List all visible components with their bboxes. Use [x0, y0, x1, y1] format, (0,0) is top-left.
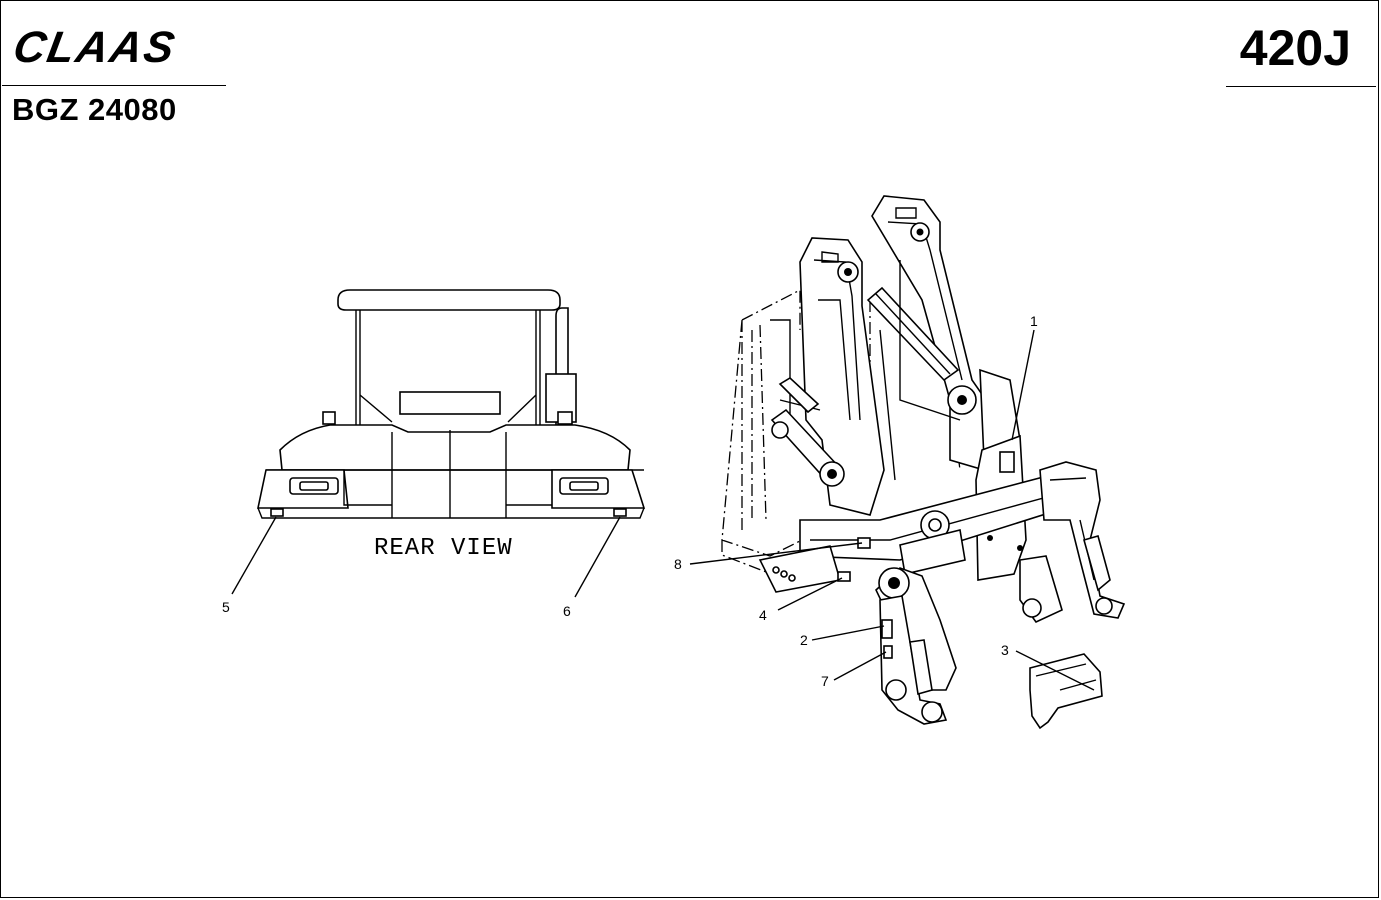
- lower-body: [257, 470, 645, 519]
- leader-5: [231, 516, 277, 595]
- left-hitch-pin: [888, 577, 900, 589]
- document-code: BGZ 24080: [12, 92, 177, 127]
- right-arm-top-pin: [916, 228, 924, 236]
- header-rule-right: [1226, 86, 1376, 87]
- rear-view-label: REAR VIEW: [374, 535, 513, 562]
- callout-8: 8: [674, 556, 682, 572]
- left-beacon: [322, 411, 336, 425]
- left-upper-link: [778, 377, 820, 414]
- cab-frame: [355, 310, 541, 428]
- frame-hole-2: [780, 570, 788, 578]
- leader-7: [833, 651, 887, 681]
- decal-5-location: [270, 508, 284, 517]
- right-lower-link-eye: [1022, 598, 1042, 618]
- cab-roof: [337, 289, 561, 311]
- left-hook: [909, 639, 933, 696]
- right-pivot-pin: [957, 395, 967, 405]
- part-3-bracket-detail: [1035, 663, 1097, 691]
- right-hitch-eye: [1095, 597, 1113, 615]
- left-hitch-lower-eye: [885, 679, 907, 701]
- decal-1-location: [999, 451, 1015, 473]
- header-rule-left: [2, 85, 226, 86]
- phantom-frame: [721, 288, 831, 586]
- callout-5: 5: [222, 599, 230, 615]
- left-lift-arm: [799, 237, 885, 516]
- leader-4: [777, 577, 843, 611]
- rear-window-panel: [399, 391, 501, 415]
- cross-tube-line: [875, 293, 951, 375]
- left-hitch-foot: [921, 701, 943, 723]
- rear-body-upper: [279, 424, 631, 471]
- left-arm-top-pin: [844, 268, 852, 276]
- leader-6: [574, 516, 621, 598]
- leader-1: [1011, 329, 1035, 441]
- decal-6-location: [613, 508, 627, 517]
- front-hitch-assembly: [689, 195, 1126, 730]
- callout-1: 1: [1030, 313, 1038, 329]
- left-tail-lamp-lens: [299, 481, 329, 491]
- leader-3: [1015, 650, 1095, 691]
- left-cylinder-pin: [827, 469, 837, 479]
- right-hook: [1083, 535, 1111, 592]
- tractor-rear-view: [231, 289, 646, 598]
- phantom-frame-2: [751, 300, 961, 521]
- plate-bolt-2: [987, 535, 993, 541]
- plate-bolt-3: [1017, 545, 1023, 551]
- decal-4-location: [837, 571, 851, 582]
- lower-beam-line: [810, 487, 1081, 541]
- frame-hole-3: [788, 574, 796, 582]
- decal-2-location: [881, 619, 893, 639]
- part-3-bracket: [1029, 653, 1103, 730]
- model-number: 420J: [1239, 20, 1351, 76]
- right-lift-arm: [871, 195, 1001, 471]
- center-hub-inner: [928, 518, 942, 532]
- callout-2: 2: [800, 632, 808, 648]
- right-hitch-arm: [1039, 461, 1126, 619]
- right-tail-lamp-lens: [569, 481, 599, 491]
- callout-4: 4: [759, 607, 767, 623]
- decal-7-location: [883, 645, 893, 659]
- exhaust-cap: [557, 411, 573, 425]
- center-block: [899, 529, 966, 575]
- left-cylinder-base: [771, 421, 789, 439]
- callout-6: 6: [563, 603, 571, 619]
- callout-7: 7: [821, 673, 829, 689]
- frame-hole-1: [772, 566, 780, 574]
- leader-8: [689, 542, 863, 565]
- cab-glass-diagonals: [359, 394, 537, 423]
- center-panel: [391, 430, 507, 518]
- callout-3: 3: [1001, 642, 1009, 658]
- leader-2: [811, 625, 885, 641]
